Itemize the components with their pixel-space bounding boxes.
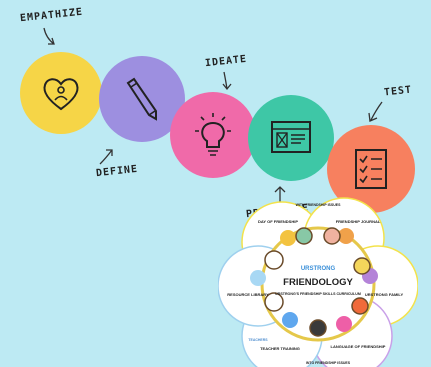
- module-label-training: TEACHER TRAINING: [260, 346, 300, 351]
- ring-nodes: [264, 227, 371, 337]
- empathize-label: EMPATHIZE: [19, 6, 84, 25]
- module-icon-language: [336, 316, 352, 332]
- empathize-circle: [20, 52, 102, 134]
- module-label-journal: FRIENDSHIP JOURNAL: [336, 219, 381, 224]
- module-label-family: URSTRONG FAMILY: [365, 292, 404, 297]
- ring-text-bottom-left: TEACHERS: [248, 338, 268, 342]
- module-icon-library: [250, 270, 266, 286]
- arrow-down-empathize-icon: [43, 27, 55, 45]
- lightbulb-icon: [195, 113, 231, 156]
- ideate-circle: [170, 92, 256, 178]
- ideate-label: IDEATE: [204, 53, 248, 70]
- define-circle: [99, 56, 185, 142]
- checklist-icon: [355, 149, 387, 189]
- define-label: DEFINE: [95, 163, 139, 180]
- pencil-icon: [126, 77, 157, 121]
- arrow-down-test-icon: [368, 101, 383, 122]
- module-label-library: RESOURCE LIBRARY: [227, 292, 269, 297]
- brand-label: URSTRONG: [301, 266, 336, 272]
- module-icon-journal: [338, 228, 354, 244]
- prototype-circle: [248, 95, 334, 181]
- ring-text-bottom: INTO FRIENDSHIP ISSUES: [306, 361, 351, 365]
- friendology-title: FRIENDOLOGY: [283, 277, 353, 288]
- friendology-wheel: DAY OF FRIENDSHIP FRIENDSHIP JOURNAL URS…: [218, 197, 418, 367]
- arrow-down-ideate-icon: [222, 71, 232, 91]
- arrow-up-prototype-icon: [274, 186, 286, 204]
- module-label-language: LANGUAGE OF FRIENDSHIP: [331, 344, 386, 349]
- test-label: TEST: [383, 84, 413, 99]
- ring-text-top: WITH FRIENDSHIP ISSUES: [296, 203, 342, 207]
- module-icon-training: [282, 312, 298, 328]
- wireframe-icon: [271, 121, 311, 153]
- module-label-day: DAY OF FRIENDSHIP: [258, 219, 298, 224]
- arrow-up-define-icon: [99, 149, 113, 165]
- friendology-subtitle: URSTRONG'S FRIENDSHIP SKILLS CURRICULUM: [275, 292, 361, 296]
- module-icon-day: [280, 230, 296, 246]
- heart-person-icon: [43, 78, 79, 111]
